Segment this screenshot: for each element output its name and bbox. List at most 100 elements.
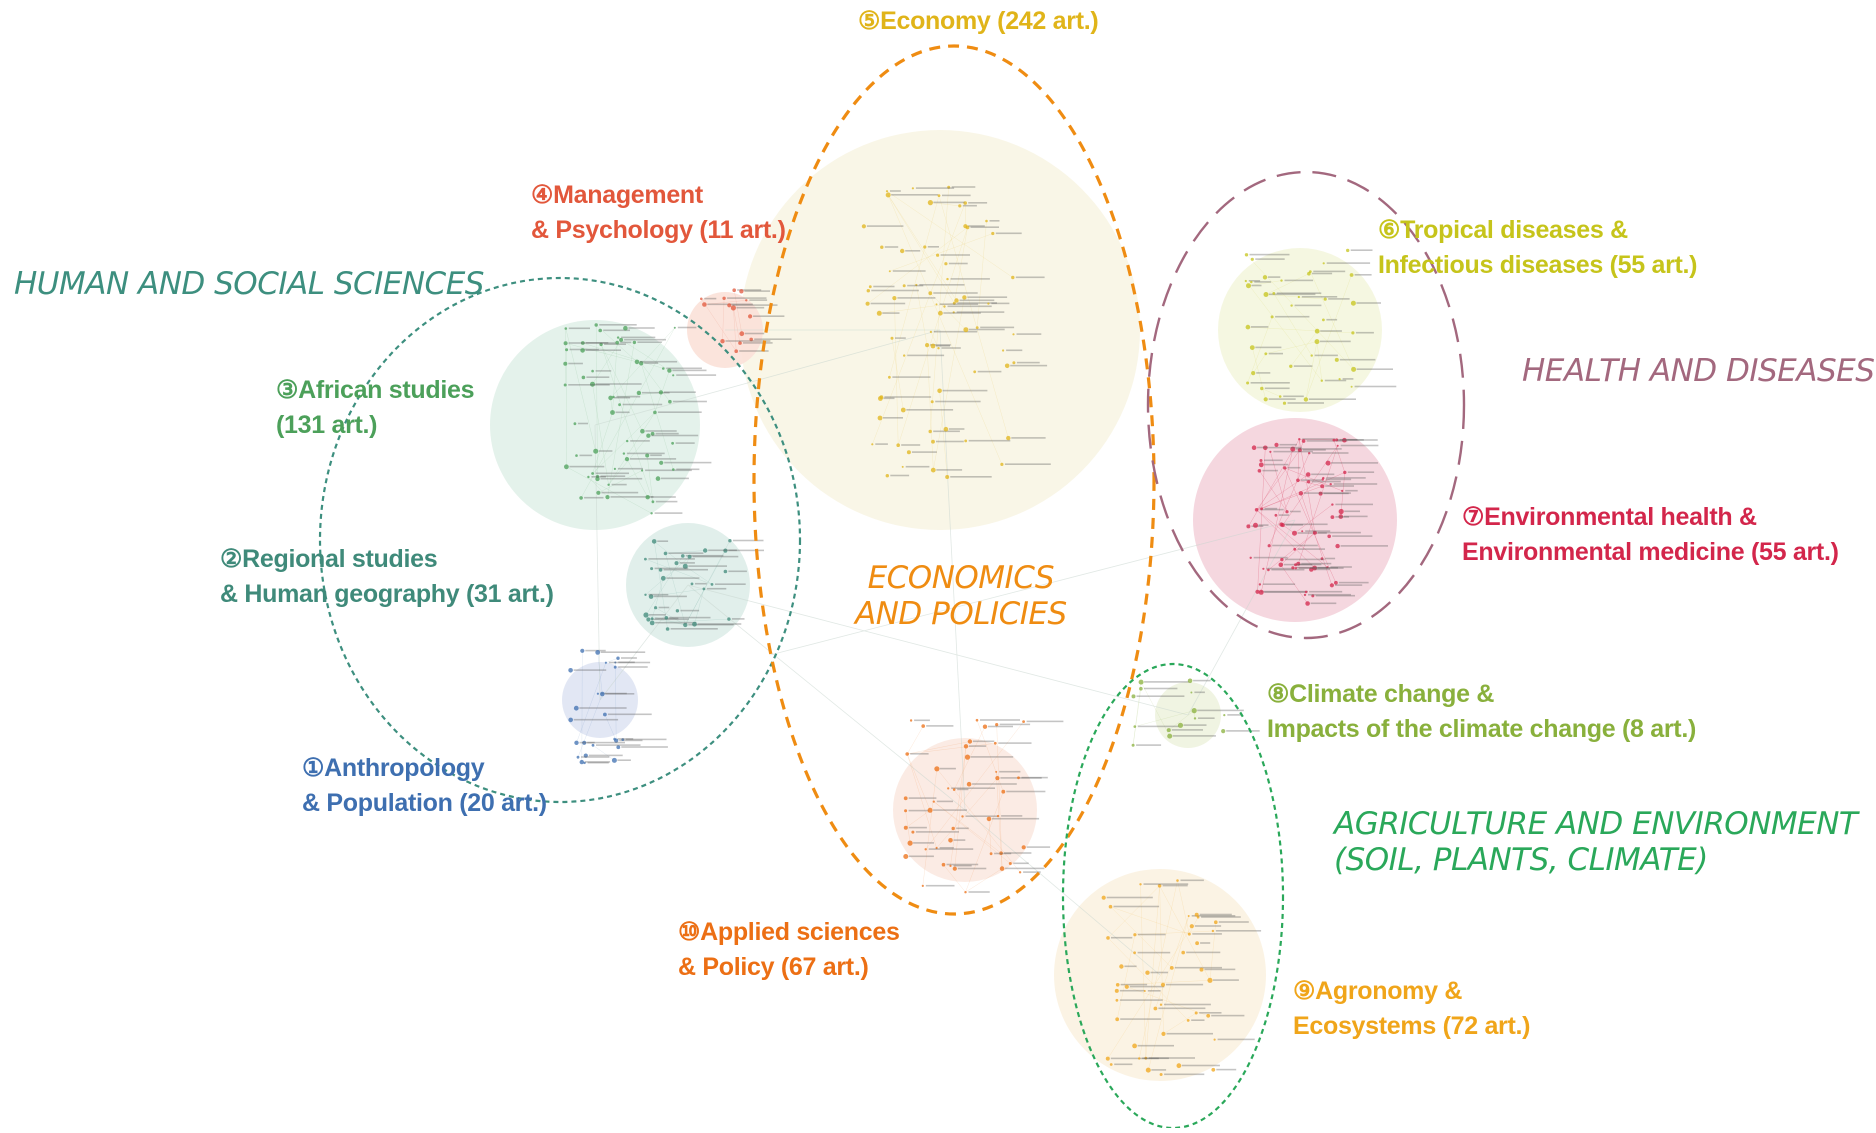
node-label <box>1344 511 1360 513</box>
node <box>896 443 900 447</box>
node <box>1195 941 1199 945</box>
node <box>652 539 657 544</box>
node <box>600 692 605 697</box>
node <box>987 303 989 305</box>
node <box>731 305 736 310</box>
node-label <box>998 742 1031 744</box>
node <box>1195 913 1199 917</box>
node <box>1280 558 1283 561</box>
node-label <box>1262 470 1278 472</box>
node-label <box>1285 280 1314 282</box>
node <box>1214 1039 1216 1041</box>
node-label <box>580 455 593 457</box>
node-label <box>928 246 939 248</box>
node-label <box>906 466 930 468</box>
node-label <box>1326 479 1351 481</box>
domain-title-human-social: HUMAN AND SOCIAL SCIENCES <box>14 266 484 302</box>
node <box>1188 679 1193 684</box>
node-label <box>978 371 1002 373</box>
node-label <box>1331 462 1378 464</box>
node <box>1246 524 1250 528</box>
node <box>944 427 949 432</box>
node-label <box>933 809 967 811</box>
node-label <box>621 746 668 748</box>
node <box>734 349 738 353</box>
cluster-label-agronomy: ⑨Agronomy & Ecosystems (72 art.) <box>1293 974 1530 1044</box>
node-label <box>579 707 626 709</box>
node-label <box>948 306 992 308</box>
node <box>1106 936 1110 940</box>
node-label <box>1271 569 1304 571</box>
node <box>564 341 568 345</box>
node <box>748 314 752 318</box>
node <box>1190 692 1192 694</box>
node-label <box>1325 380 1346 382</box>
node-label <box>1312 481 1341 483</box>
node-label <box>715 583 746 585</box>
node <box>942 863 946 867</box>
node <box>1167 728 1171 732</box>
node-label <box>936 441 964 443</box>
node <box>880 395 884 399</box>
node <box>944 262 947 265</box>
node-label <box>919 284 964 286</box>
node-label <box>1288 467 1301 469</box>
node-label <box>620 342 631 344</box>
node <box>646 495 650 499</box>
node-label <box>1027 721 1064 723</box>
node <box>1262 568 1264 570</box>
node-label <box>676 469 699 471</box>
node <box>1211 1068 1215 1072</box>
node <box>1274 443 1278 447</box>
node <box>1022 720 1025 723</box>
cluster-label-tropical: ⑥Tropical diseases & Infectious diseases… <box>1378 213 1697 283</box>
node <box>985 220 988 223</box>
node-label <box>1006 791 1045 793</box>
node-label <box>745 333 764 335</box>
node <box>995 771 997 773</box>
node <box>964 891 966 893</box>
node <box>1005 364 1010 369</box>
node <box>1341 490 1343 492</box>
node <box>947 787 949 789</box>
node <box>1335 544 1339 548</box>
node-label <box>952 186 976 188</box>
node-label <box>1148 990 1161 992</box>
node <box>703 588 706 591</box>
node <box>568 718 573 723</box>
node <box>607 484 609 486</box>
node-label <box>1111 937 1132 939</box>
node-label <box>871 303 906 305</box>
node <box>724 570 728 574</box>
node <box>676 609 679 612</box>
node <box>1331 515 1335 519</box>
node <box>593 449 598 454</box>
node-label <box>569 328 590 330</box>
node <box>1106 1057 1110 1061</box>
node <box>1176 879 1179 882</box>
domain-title-economics-line1: ECONOMICS <box>855 560 1067 596</box>
node-label <box>980 719 1020 721</box>
node <box>1161 1032 1165 1036</box>
node <box>564 464 569 469</box>
node-label <box>1294 365 1313 367</box>
node-label <box>649 614 666 616</box>
node <box>1188 915 1190 917</box>
node-label <box>1341 545 1388 547</box>
node-label <box>1315 355 1338 357</box>
node <box>1259 462 1264 467</box>
node-label <box>584 497 603 499</box>
node <box>1134 725 1137 728</box>
node-label <box>1264 591 1305 593</box>
node <box>905 752 909 756</box>
node <box>964 440 967 443</box>
node-label <box>659 607 670 609</box>
node-label <box>1017 362 1040 364</box>
node <box>1200 968 1204 972</box>
node-label <box>969 329 1005 331</box>
node <box>1132 694 1136 698</box>
node-label <box>1357 368 1393 370</box>
node-label <box>616 412 630 414</box>
node-label <box>621 657 637 659</box>
node-label <box>882 312 899 314</box>
